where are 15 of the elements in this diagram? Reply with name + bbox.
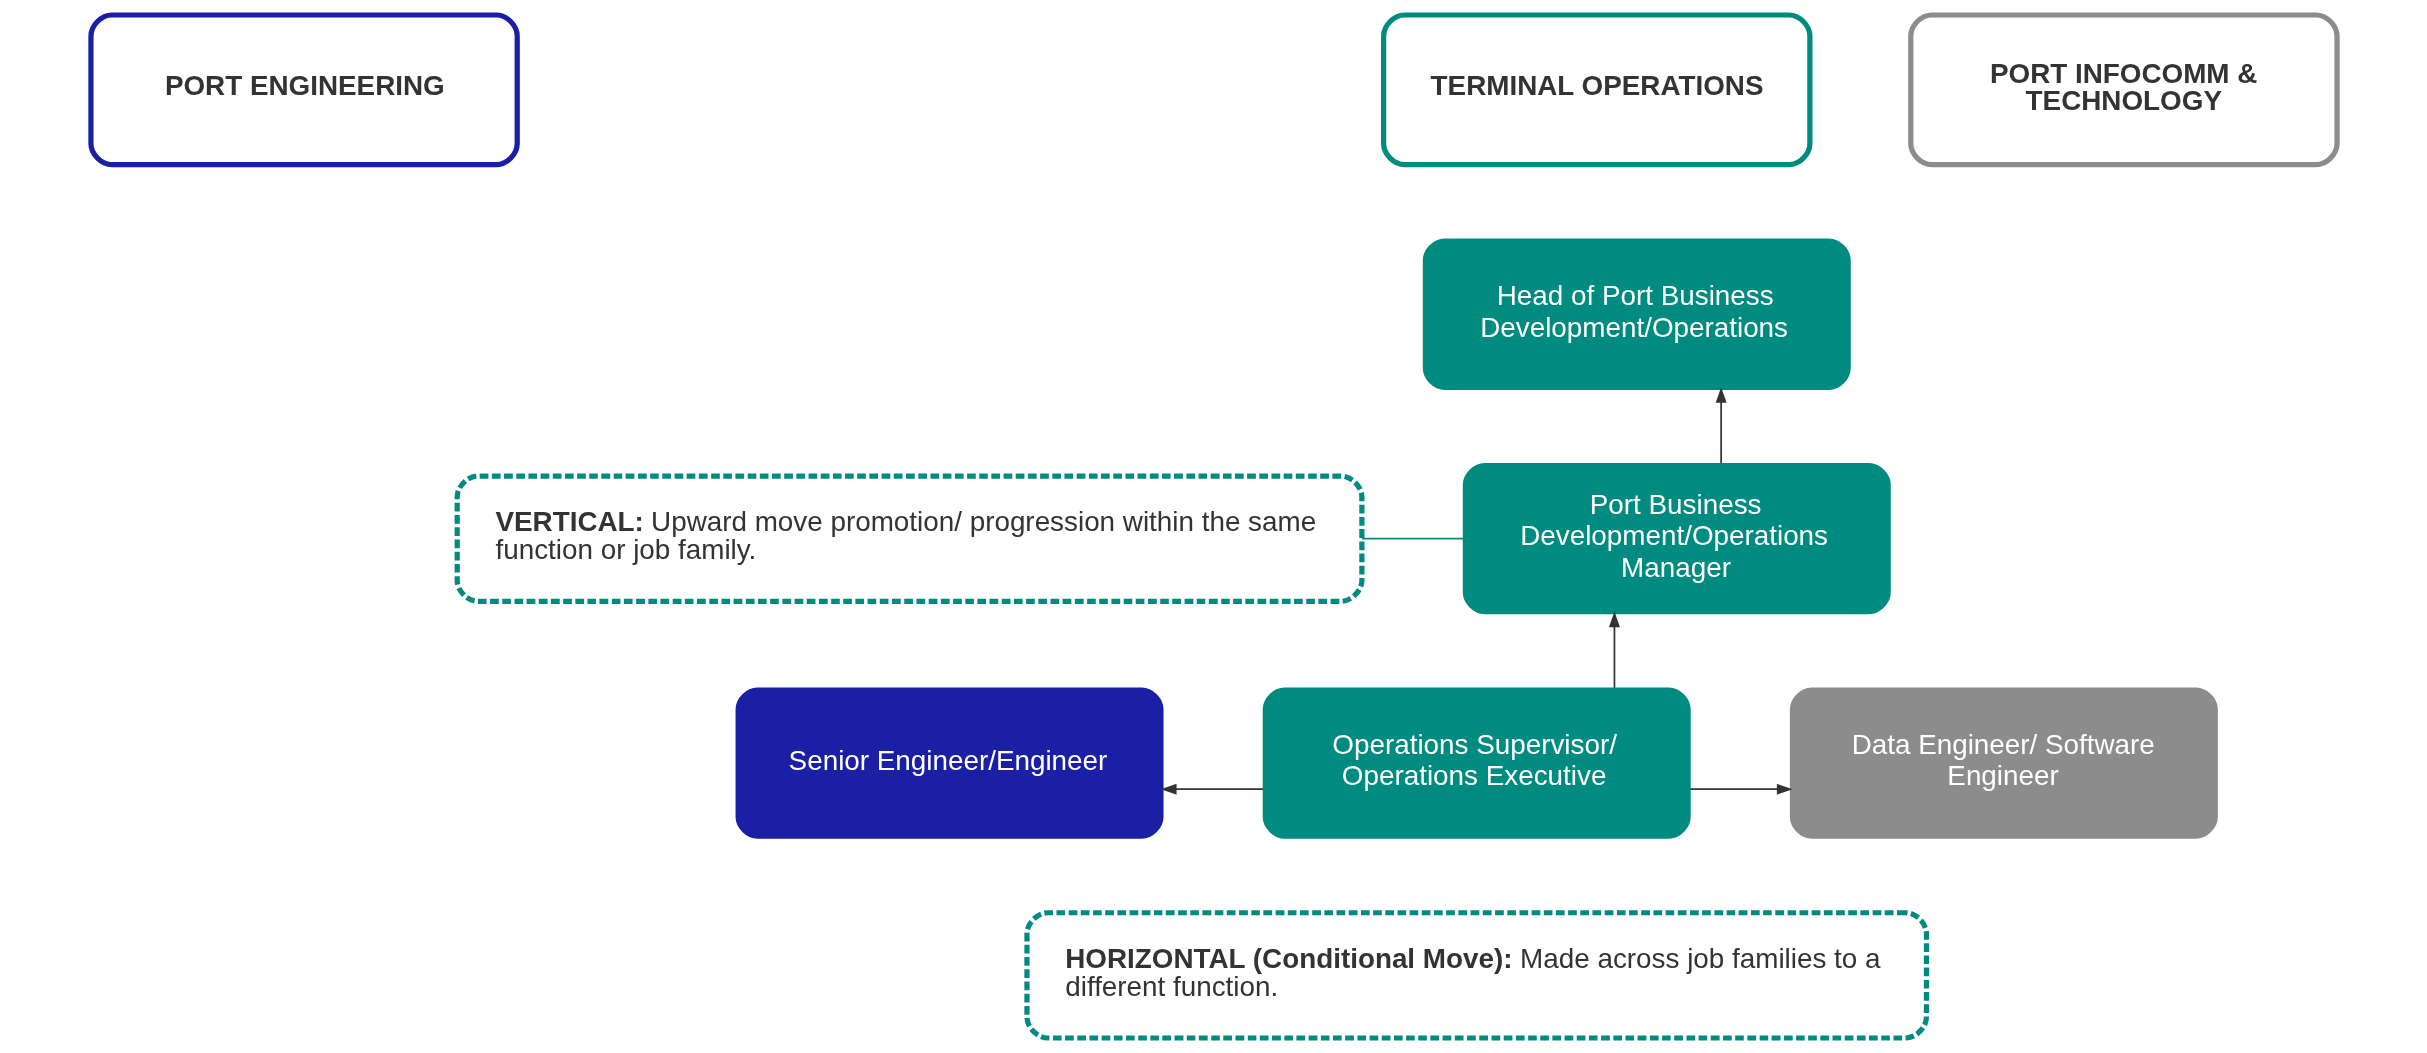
node-box: PORT ENGINEERING [87, 12, 520, 168]
node-box: VERTICAL: Upward move promotion/ progression within the same function or job family. [454, 473, 1364, 604]
arrow [1608, 611, 1620, 689]
node-box: Port Business Development/Operations Manager [1462, 463, 1891, 615]
node-box: TERMINAL OPERATIONS [1380, 12, 1812, 168]
arrow [1689, 783, 1793, 795]
node-box: Operations Supervisor/ Operations Executive [1262, 687, 1691, 839]
node-box: HORIZONTAL (Conditional Move): Made across job families to a different function. [1023, 910, 1929, 1041]
node-box: Data Engineer/ Software Engineer [1789, 687, 2218, 839]
node-box: Senior Engineer/Engineer [735, 687, 1164, 839]
node-box: PORT INFOCOMM & TECHNOLOGY [1907, 12, 2340, 168]
connector [1360, 537, 1464, 540]
node-box: Head of Port Business Development/Operations [1422, 238, 1851, 390]
arrow [1715, 387, 1727, 465]
arrow [1160, 783, 1264, 795]
